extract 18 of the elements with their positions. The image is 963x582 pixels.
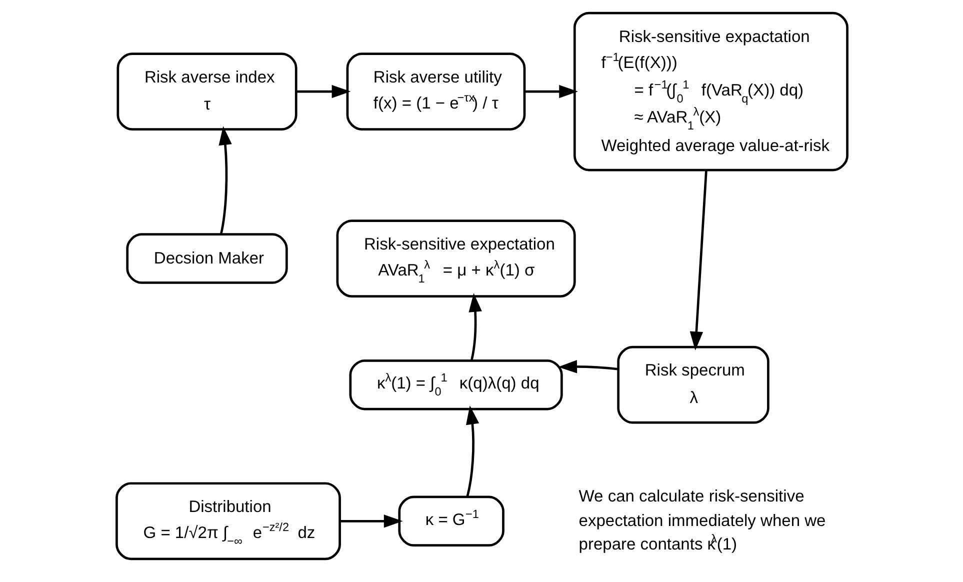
label: We can calculate risk-sensitive expectation immediately when we prepare contants κ$^{λ}$(1) [578, 486, 826, 554]
node-box: Risk specrum λ [616, 346, 769, 424]
node-box: κ = G$^{−1}$ [398, 496, 504, 547]
node-box: Risk averse index τ [116, 52, 297, 130]
arrow [465, 406, 479, 498]
node-box: Distribution G = 1/√2π ∫$_{−∞}$ e$^{−z²/2}$ dz [115, 482, 340, 560]
arrow [340, 514, 402, 528]
arrow [558, 360, 618, 374]
arrow [218, 126, 232, 234]
arrow [524, 84, 578, 98]
arrow [689, 170, 707, 351]
node-box: Risk averse utility f(x) = (1 − e$^{−τx}$) / τ [346, 52, 526, 130]
node-box: Risk-sensitive expactation f$^{−1}$(E(f(X))) = f$^{−1}$(∫$_{0}$$^{1}$ f(VaR$_{q}$(X)) dq) ≈ AVaR$_{1}$$^{λ}$(X) Weighted average value-at-risk [572, 12, 848, 172]
node-box: κ$^{λ}$(1) = ∫$_{0}$$^{1}$ κ(q)λ(q) dq [348, 359, 562, 410]
node-box: Risk-sensitive expectation AVaR$_{1}$$^{λ}$ = μ + κ$^{λ}$(1) σ [336, 220, 576, 298]
arrow [296, 84, 350, 98]
node-box: Decsion Maker [126, 233, 288, 284]
arrow [468, 293, 482, 361]
